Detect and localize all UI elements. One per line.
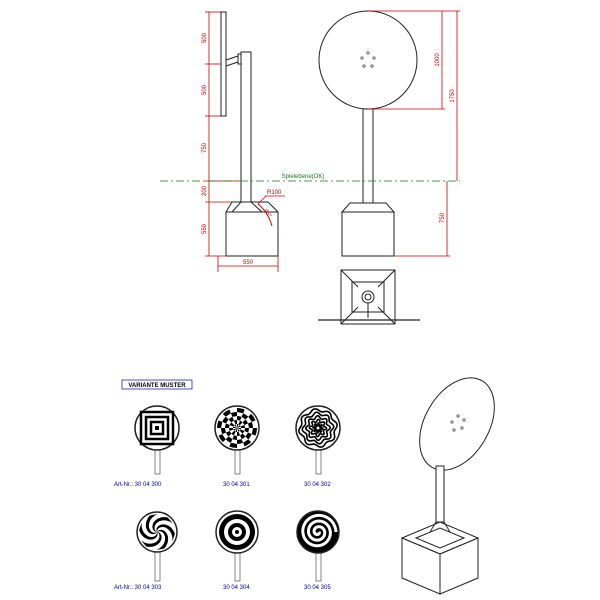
flower-ring xyxy=(305,415,331,441)
front-post xyxy=(362,108,374,204)
checker-cell xyxy=(237,408,245,414)
variant-304 xyxy=(215,510,259,582)
checker-cell xyxy=(222,409,231,417)
side-bracket xyxy=(225,55,239,61)
side-disc xyxy=(220,11,227,117)
checker-cell xyxy=(222,416,229,424)
dim-front-750: 750 xyxy=(440,212,446,223)
checker-cell xyxy=(229,442,237,448)
checker-cell xyxy=(229,428,234,432)
front-base-top xyxy=(340,202,396,213)
pinwheel-arm xyxy=(145,514,158,535)
checker-cell xyxy=(225,431,232,437)
checker-cell xyxy=(230,412,237,417)
checker-cell xyxy=(237,416,242,421)
variant-301-label: 30 04 301 xyxy=(223,482,250,488)
checker-cell xyxy=(243,439,252,447)
front-view xyxy=(318,10,418,257)
checker-cell xyxy=(234,424,237,428)
ground-label: Spielebene(OK) xyxy=(282,174,325,180)
flower-ring xyxy=(301,411,335,445)
dim-base-width: 550 xyxy=(243,260,254,266)
variants-title-box xyxy=(121,379,193,390)
iso-disc xyxy=(419,377,495,471)
checker-cell xyxy=(232,435,237,440)
checker-cell xyxy=(239,429,245,434)
checker-cell xyxy=(231,430,236,436)
dim-side-750: 750 xyxy=(202,142,208,153)
dim-radius: R100 xyxy=(267,190,282,196)
dim-side-200: 200 xyxy=(202,185,208,196)
checker-cell xyxy=(237,431,241,436)
dim-front-1000: 1000 xyxy=(435,53,441,67)
checker-cell xyxy=(237,439,244,444)
variants-panel: VARIANTE MUSTER Art-Nr.: 30 04 300 30 04… xyxy=(114,379,341,591)
checker-cell xyxy=(228,416,234,423)
pinwheel-arm xyxy=(156,524,175,542)
side-base-top xyxy=(230,201,264,213)
front-disc xyxy=(318,10,418,110)
checker-cell xyxy=(238,420,243,426)
iso-post xyxy=(435,465,445,525)
checker-cell xyxy=(237,428,240,432)
dim-side-500-lower: 500 xyxy=(202,84,208,95)
front-base xyxy=(341,211,395,257)
pinwheel-arm xyxy=(141,532,162,547)
checker-cell xyxy=(233,428,237,431)
checker-cell xyxy=(235,428,237,432)
dim-front-1750: 1750 xyxy=(450,89,456,103)
checker-cell xyxy=(233,426,237,428)
checker-cell xyxy=(221,428,226,435)
variant-300-label: Art-Nr.: 30 04 300 xyxy=(114,482,162,488)
side-base xyxy=(225,211,279,257)
checker-cell xyxy=(242,419,249,425)
checker-cell xyxy=(225,436,233,443)
checker-cell xyxy=(240,424,245,428)
variant-302-label: 30 04 302 xyxy=(304,482,331,488)
checker-cell xyxy=(240,433,246,440)
checker-cell xyxy=(218,434,226,443)
flower-ring xyxy=(308,418,328,438)
variant-303-label: Art-Nr.: 30 04 303 xyxy=(114,585,162,591)
checker-cell xyxy=(245,432,252,440)
checker-cell xyxy=(229,422,235,427)
variants-title: VARIANTE MUSTER xyxy=(128,383,186,389)
checker-cell xyxy=(244,428,249,433)
dim-side-550: 550 xyxy=(202,223,208,234)
plan-view xyxy=(318,269,420,325)
checker-cell xyxy=(241,413,249,420)
variant-305 xyxy=(296,510,340,582)
disc-bolt-holes xyxy=(360,51,376,68)
isometric-view xyxy=(400,377,495,595)
variant-305-label: 30 04 305 xyxy=(304,585,331,591)
variant-300 xyxy=(134,405,180,475)
checker-cell xyxy=(237,428,241,430)
variant-303 xyxy=(136,511,178,582)
checker-cell xyxy=(237,425,241,428)
iso-base-right xyxy=(439,537,479,595)
checker-cell xyxy=(248,413,256,422)
flower-ring xyxy=(312,422,324,434)
pinwheel-arm xyxy=(156,529,169,550)
pinwheel-arm xyxy=(139,522,158,540)
flower-ring xyxy=(298,408,338,448)
checker-cell xyxy=(217,420,223,428)
checker-cell xyxy=(237,424,239,428)
side-dimensions xyxy=(205,11,285,272)
variant-302 xyxy=(295,405,341,475)
checker-cell xyxy=(248,421,253,428)
dim-angle: 45° xyxy=(262,208,272,219)
variant-304-label: 30 04 304 xyxy=(223,585,250,591)
variant-301 xyxy=(214,405,260,475)
dim-side-500-upper: 500 xyxy=(202,32,208,43)
side-view xyxy=(220,11,279,257)
front-dimensions xyxy=(368,10,460,257)
side-post xyxy=(240,51,252,203)
checker-cell xyxy=(251,428,257,436)
pinwheel-arm xyxy=(152,517,173,532)
spiral-line xyxy=(301,513,338,548)
checker-cell xyxy=(225,423,230,428)
checker-cell xyxy=(233,420,237,425)
